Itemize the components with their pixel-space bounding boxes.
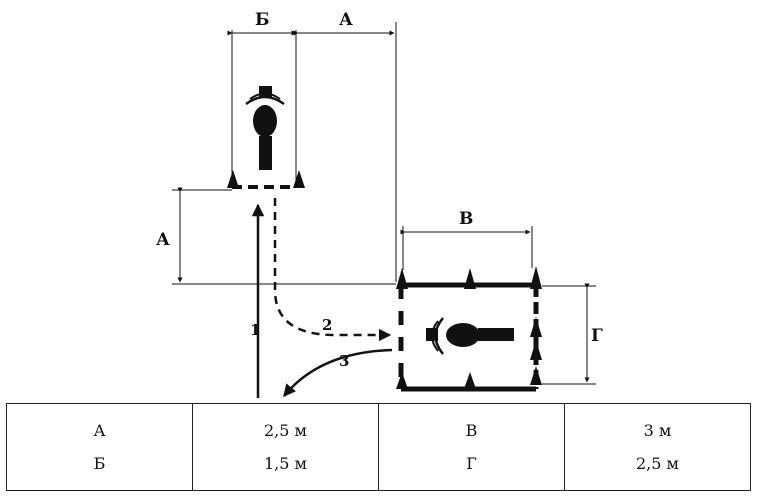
cone-marker [396, 372, 408, 389]
motorcycle-icon [426, 317, 514, 355]
cone-marker [396, 268, 408, 289]
table-cell: 2,5 м 1,5 м [192, 403, 379, 491]
cone-marker [530, 366, 542, 385]
top-garage [227, 30, 305, 189]
path-number: 3 [339, 352, 349, 370]
dimension-label: А [339, 10, 353, 30]
path-number: 1 [250, 321, 260, 339]
dimension-g: Г [542, 283, 603, 385]
cone-marker [293, 170, 305, 188]
table-cell: 3 м 2,5 м [564, 403, 751, 491]
dimension-a-top: А [293, 10, 397, 282]
dimension-label: В [459, 209, 473, 229]
table-row: А Б 2,5 м 1,5 м В Г 3 м 2,5 м [6, 403, 751, 491]
maneuver-diagram: Б А А В [156, 10, 603, 398]
dimension-b: Б [227, 10, 297, 36]
cone-marker [530, 317, 542, 337]
cone-marker [464, 268, 476, 289]
dimensions-table: А Б 2,5 м 1,5 м В Г 3 м 2,5 м [6, 403, 751, 491]
dimension-label: Б [255, 10, 270, 30]
dimension-v: В [400, 209, 533, 270]
dimension-label: А [156, 230, 170, 250]
cone-marker [227, 170, 239, 188]
right-garage [396, 266, 542, 392]
cone-marker [530, 340, 542, 360]
dimension-a-left: А [156, 187, 396, 285]
dimension-label: Г [591, 326, 603, 346]
table-cell: А Б [6, 403, 193, 491]
motorcycle-icon [245, 86, 285, 170]
path-3: 3 [283, 348, 393, 397]
cone-marker [464, 372, 476, 389]
path-2: 2 [273, 198, 392, 342]
path-number: 2 [322, 316, 332, 334]
path-1: 1 [250, 203, 265, 398]
table-cell: В Г [378, 403, 565, 491]
cone-marker [530, 266, 542, 289]
